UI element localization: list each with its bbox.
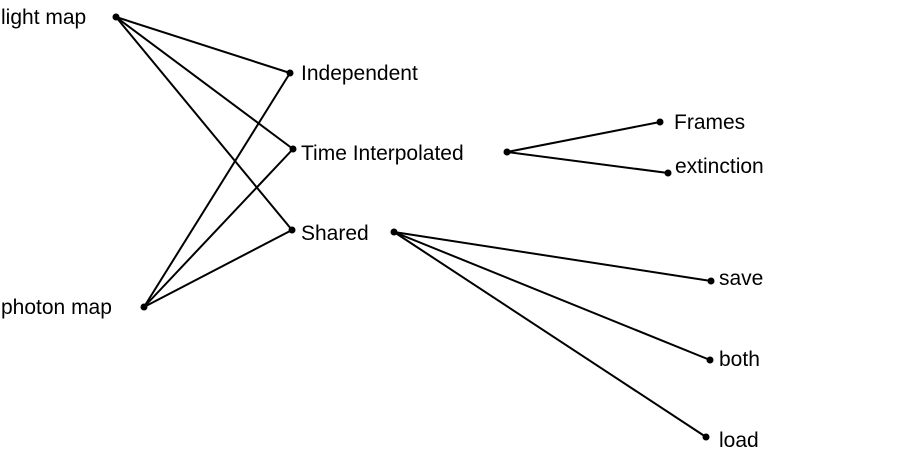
frames-label: Frames (674, 111, 745, 134)
shared-dot (288, 226, 296, 234)
light-map-label: light map (1, 6, 86, 29)
edge-photon-map-time-interpolated (143, 148, 294, 308)
load-label: load (719, 429, 759, 452)
photon-map-dot (140, 303, 148, 311)
shared-label: Shared (301, 222, 369, 245)
photon-map-label: photon map (1, 296, 112, 319)
save-dot (707, 277, 715, 285)
edge-light-map-independent (115, 16, 291, 74)
time-interpolated-branch-dot (503, 148, 511, 156)
edge-shared-both (393, 231, 711, 361)
save-label: save (719, 267, 763, 290)
time-interpolated-dot (289, 145, 297, 153)
edge-light-map-shared (115, 16, 293, 231)
time-interpolated-label: Time Interpolated (301, 142, 464, 165)
edge-time-interpolated-extinction (506, 151, 669, 174)
edge-time-interpolated-frames (506, 121, 661, 153)
independent-dot (286, 69, 294, 77)
frames-dot (656, 118, 664, 126)
shared-branch-dot (390, 228, 398, 236)
both-dot (706, 356, 714, 364)
both-label: both (719, 348, 760, 371)
load-dot (702, 433, 710, 441)
edge-shared-load (393, 231, 707, 438)
edge-photon-map-independent (143, 72, 291, 308)
edge-light-map-time-interpolated (115, 16, 294, 150)
extinction-label: extinction (675, 155, 764, 178)
edge-photon-map-shared (143, 229, 293, 308)
light-map-dot (112, 13, 120, 21)
edge-shared-save (393, 231, 712, 282)
extinction-dot (664, 169, 672, 177)
independent-label: Independent (301, 62, 418, 85)
